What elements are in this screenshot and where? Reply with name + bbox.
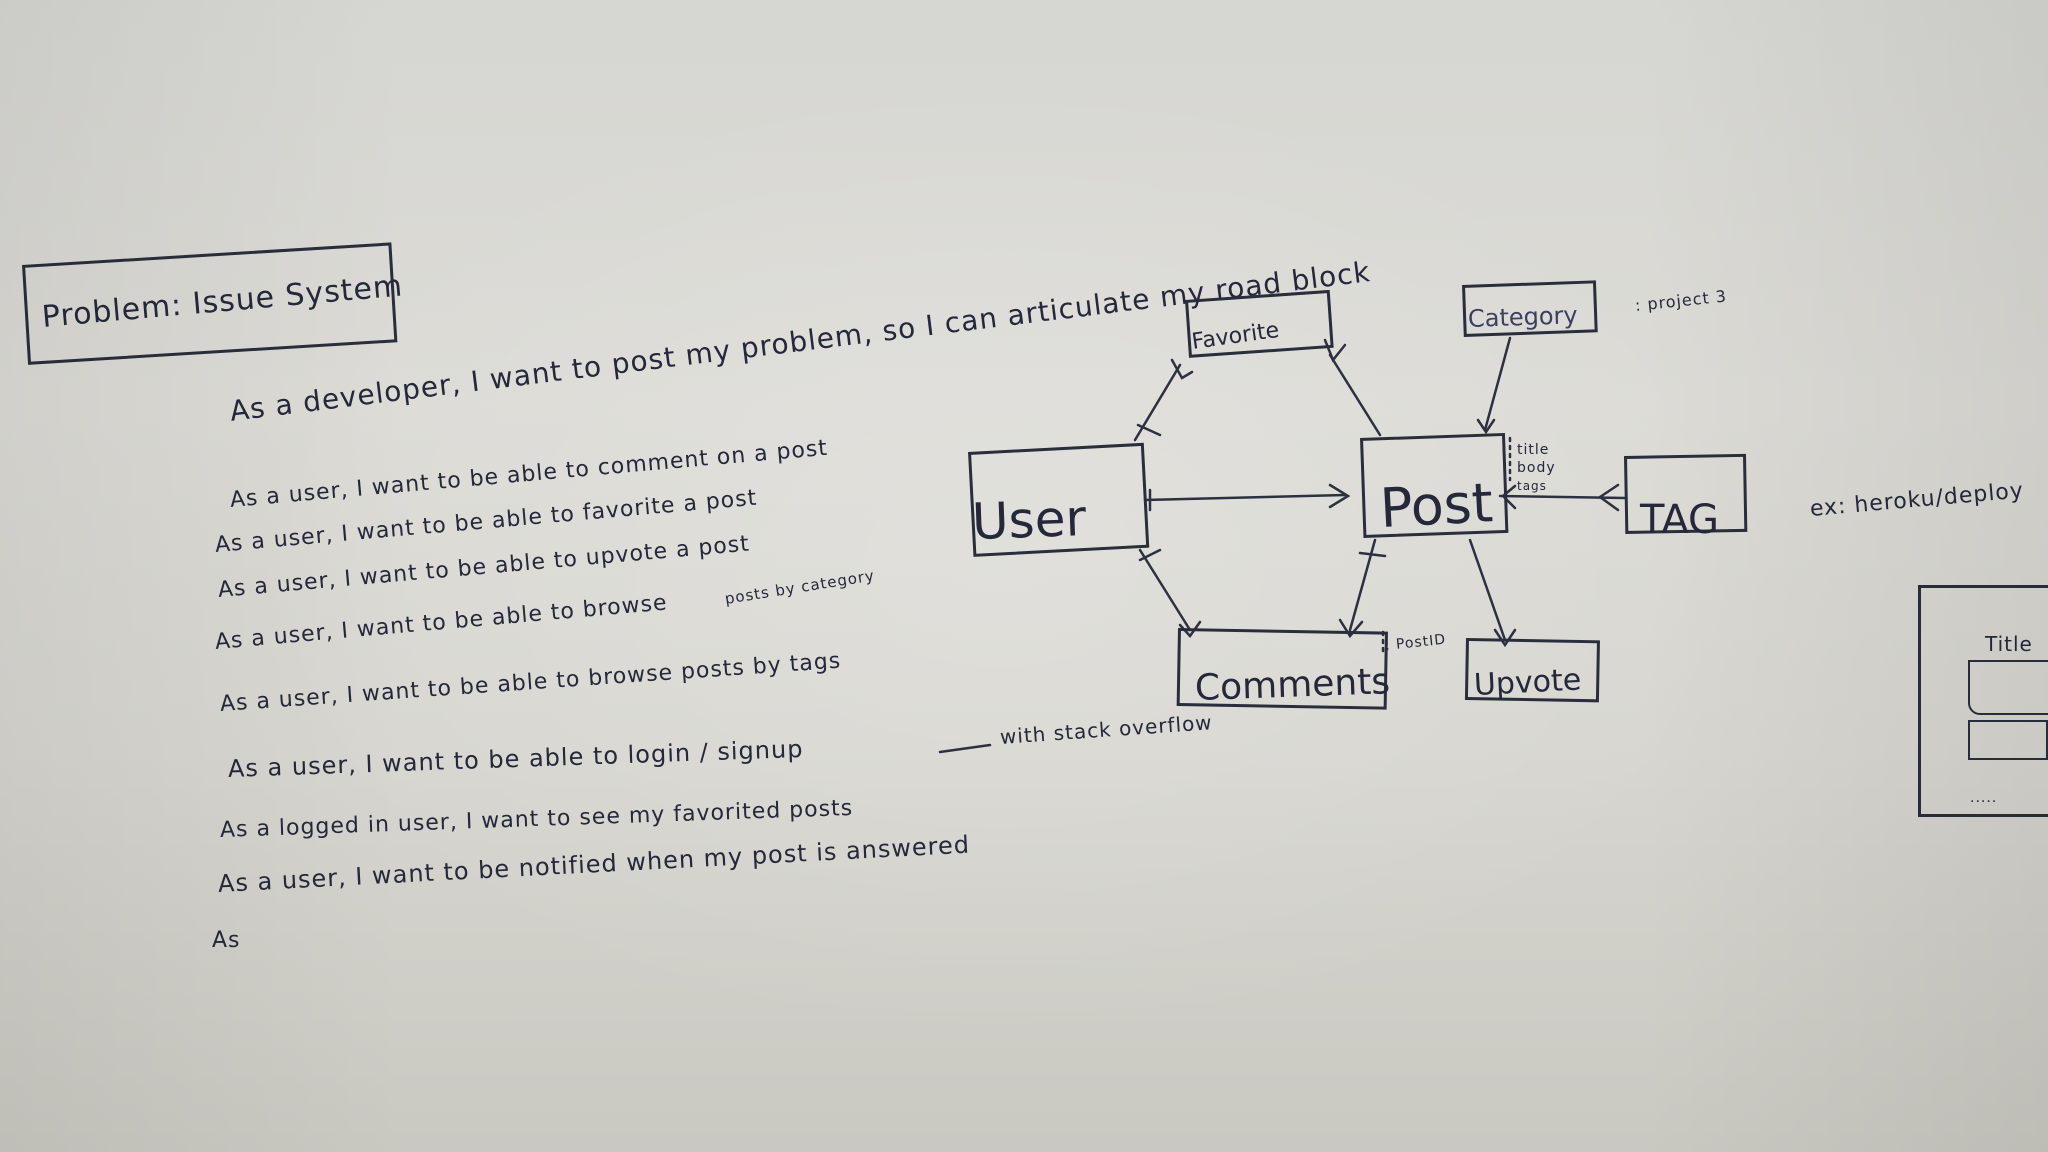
category-post-line	[1483, 336, 1512, 432]
user-comments-line	[1138, 548, 1192, 632]
favorite-post-line	[1328, 353, 1382, 437]
tag-post-line	[1498, 494, 1627, 500]
wireframe-frame	[1918, 585, 2048, 817]
user-favorite-line	[1133, 363, 1182, 442]
login-dash-line	[938, 743, 992, 754]
post-field-title: title	[1517, 442, 1550, 458]
wireframe-label: Title	[1985, 632, 2033, 656]
wireframe-block-2	[1968, 720, 2048, 760]
wireframe-footer: .....	[1970, 790, 1998, 806]
tag-label: TAG	[1640, 497, 1719, 543]
comments-label: Comments	[1194, 661, 1391, 709]
upvote-label: Upvote	[1473, 662, 1583, 703]
post-label: Post	[1378, 471, 1495, 540]
user-post-line	[1143, 493, 1347, 502]
post-field-tags: tags	[1517, 479, 1547, 493]
post-field-body: body	[1517, 460, 1556, 476]
category-label: Category	[1467, 301, 1579, 333]
user-label: User	[970, 489, 1087, 551]
post-upvote-line	[1468, 538, 1507, 642]
user-story-10: As	[212, 928, 241, 953]
wireframe-block-1	[1968, 660, 2048, 715]
